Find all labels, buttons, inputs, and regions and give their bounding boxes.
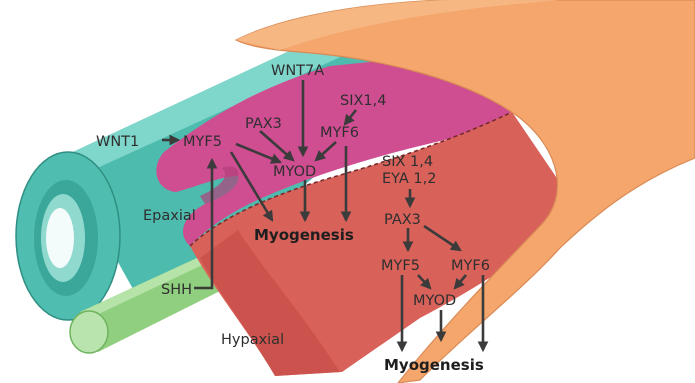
label-wnt1: WNT1: [96, 134, 139, 150]
label-myf5-top: MYF5: [183, 134, 222, 150]
label-myf6-bottom: MYF6: [451, 258, 490, 274]
label-myogenesis-bottom: Myogenesis: [384, 356, 484, 374]
label-eya12: EYA 1,2: [382, 171, 436, 187]
label-myf5-bottom: MYF5: [381, 258, 420, 274]
label-six14-bottom: SIX 1,4: [382, 154, 433, 170]
label-wnt7a: WNT7A: [271, 63, 324, 79]
label-myogenesis-top: Myogenesis: [254, 226, 354, 244]
label-six14-top: SIX1,4: [340, 93, 386, 109]
label-shh: SHH: [161, 282, 192, 298]
label-myf6-top: MYF6: [320, 125, 359, 141]
label-hypaxial: Hypaxial: [221, 332, 284, 348]
label-pax3-bottom: PAX3: [384, 212, 421, 228]
label-myod-top: MYOD: [273, 164, 316, 180]
label-myod-bottom: MYOD: [413, 293, 456, 309]
label-epaxial: Epaxial: [143, 208, 196, 224]
label-pax3-top: PAX3: [245, 116, 282, 132]
